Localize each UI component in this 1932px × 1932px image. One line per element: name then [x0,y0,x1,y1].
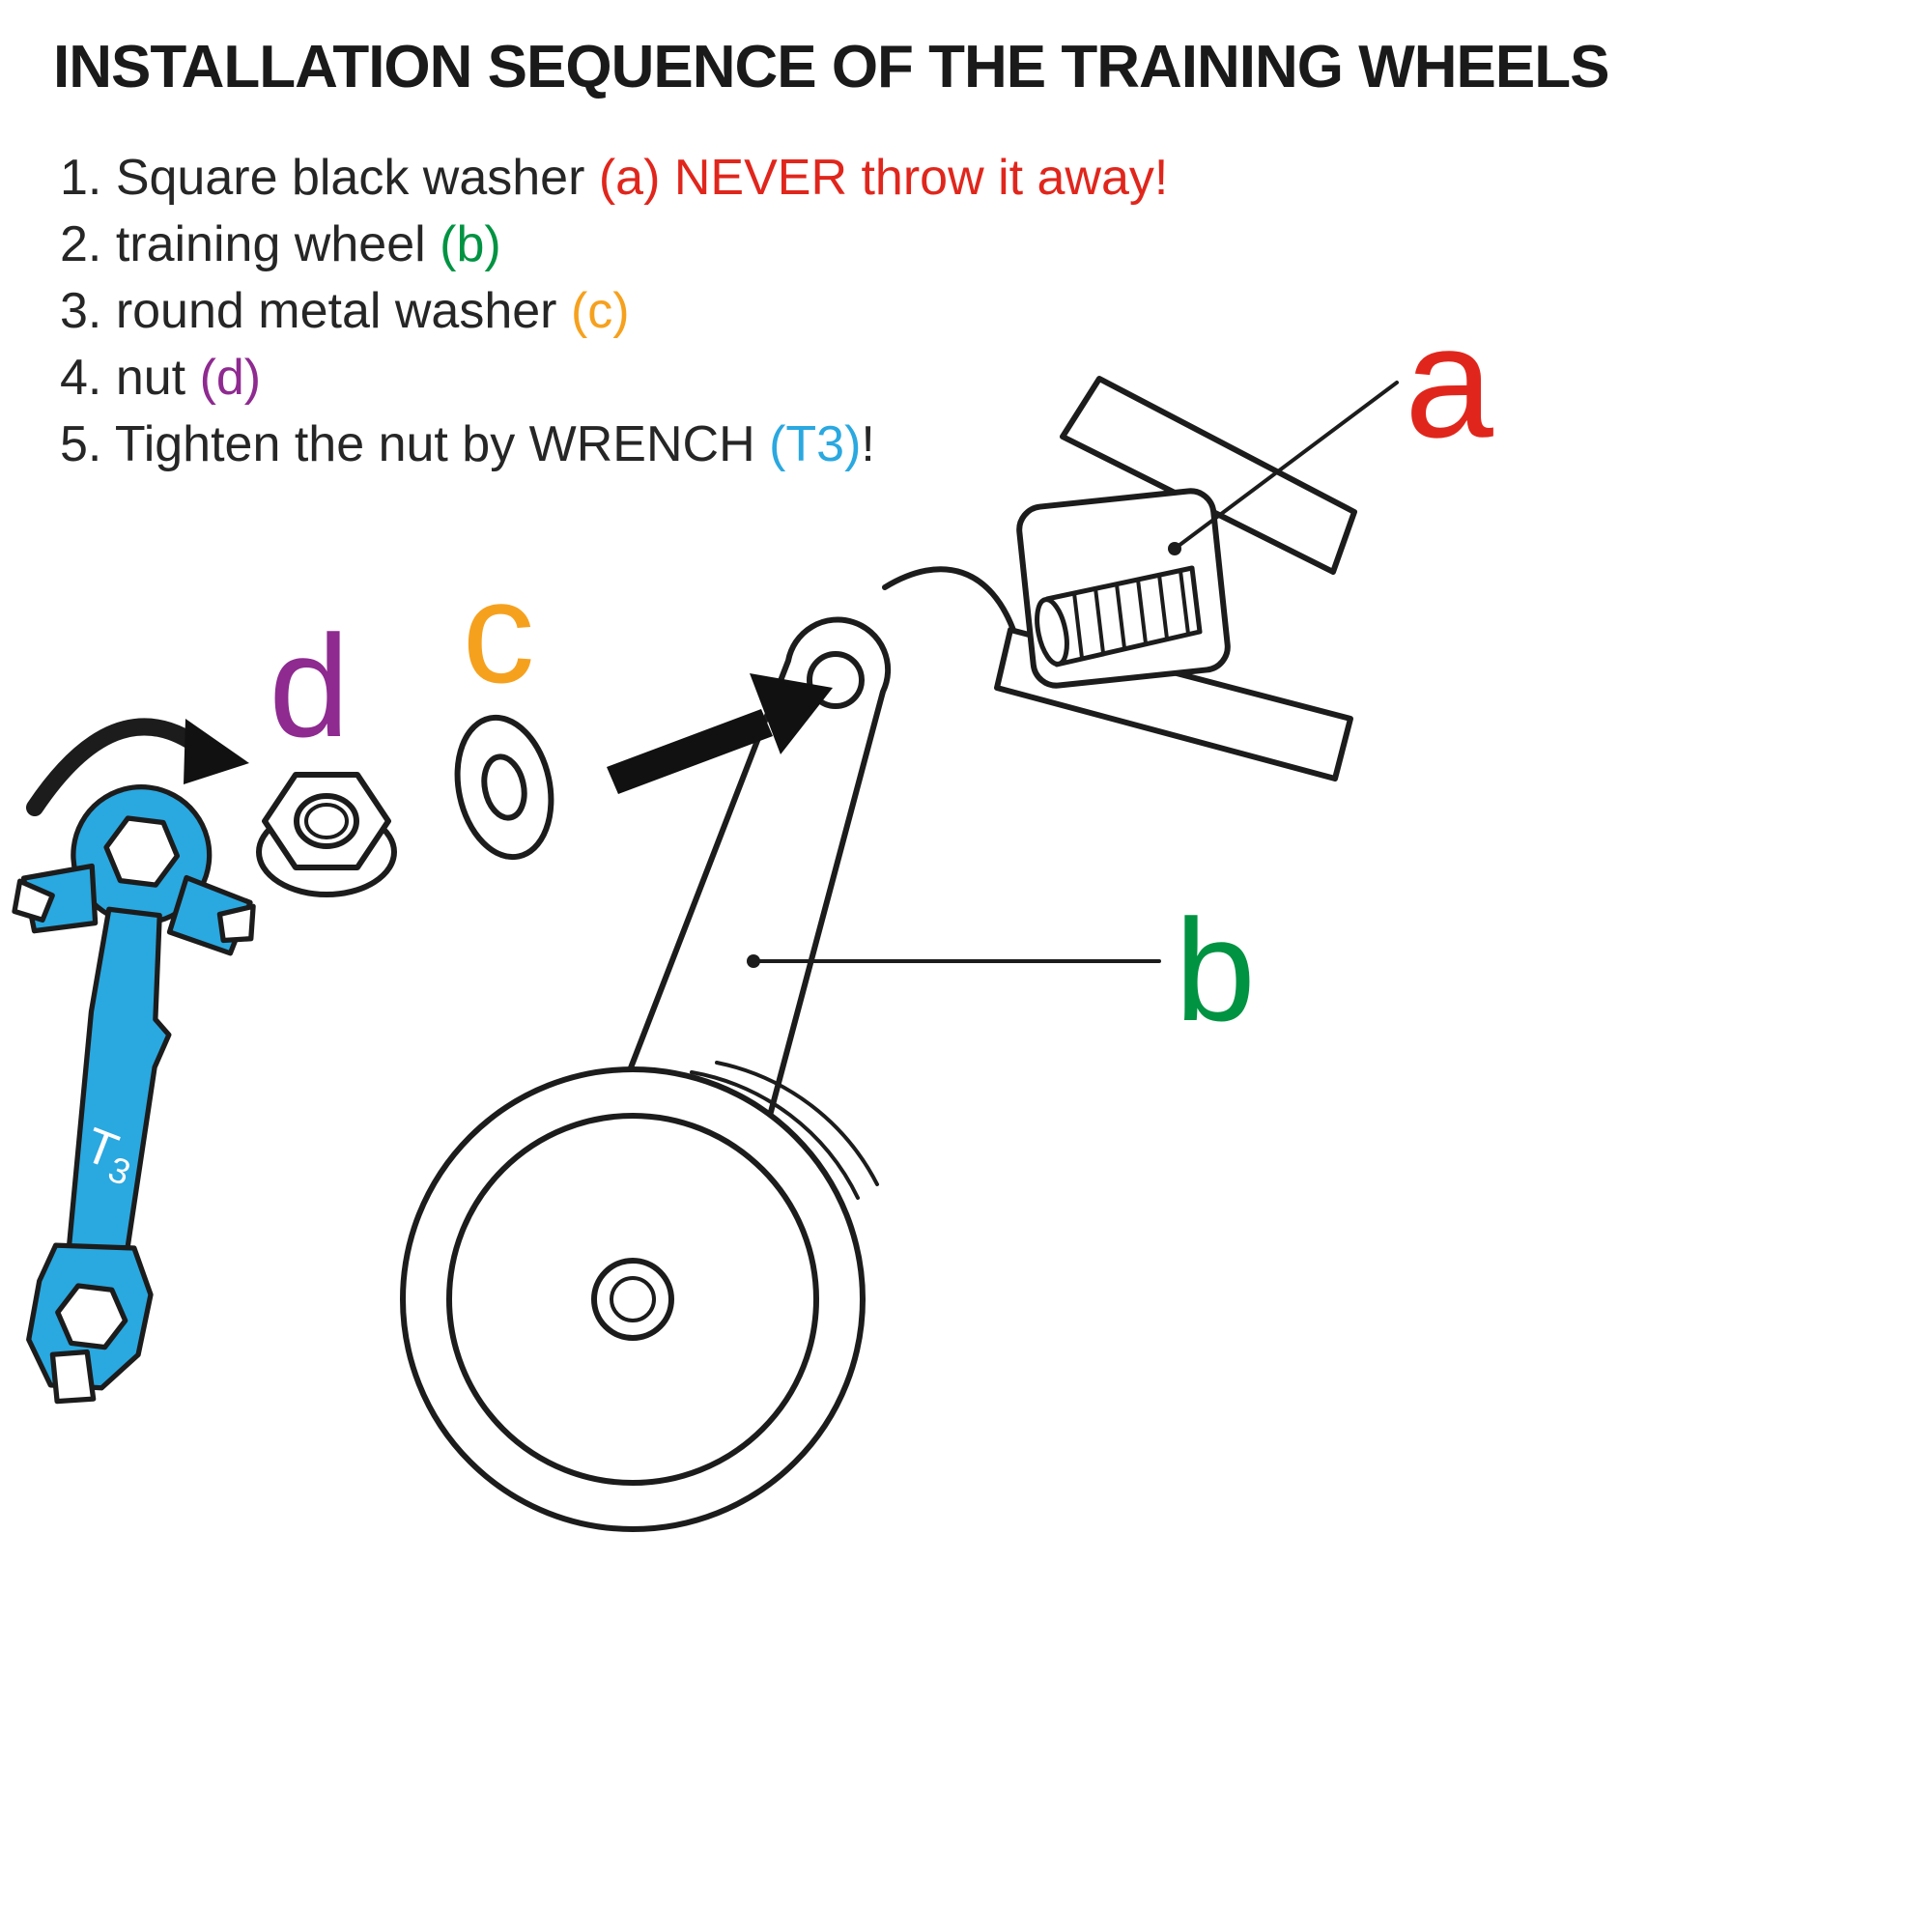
bolt-tip [1035,597,1069,667]
step-segment: (b) [440,216,501,272]
label-d: d [269,605,349,767]
instruction-step: 1. Square black washer (a) NEVER throw i… [60,145,1168,212]
step-segment: 4. nut [60,350,200,406]
step-segment: (T3) [769,416,862,472]
label-a-leader [1168,381,1399,555]
wheel-tread-arcs [690,1061,879,1200]
round-washer [454,714,554,861]
wrench-right-jaw-notch [216,903,256,944]
page-title: INSTALLATION SEQUENCE OF THE TRAINING WH… [53,34,1609,100]
instruction-list: 1. Square black washer (a) NEVER throw i… [60,145,1168,478]
fork-upper-plate [1060,376,1357,575]
insert-arrow [607,673,833,794]
step-segment: 5. Tighten the nut by WRENCH [60,416,770,472]
training-wheel [400,1061,879,1532]
wrench-shaft [66,906,172,1259]
wrench-bottom-hex-hole [55,1283,128,1350]
label-b-leader [747,954,1161,968]
instruction-step: 2. training wheel (b) [60,212,1168,278]
wrench-hex-hole [103,815,181,888]
step-segment: (c) [570,283,630,339]
wrench-left-jaw-notch [12,878,55,923]
step-segment: (a) NEVER throw it away! [598,150,1169,206]
washer-hole [481,753,527,821]
nut-hole-inner [304,803,349,839]
instruction-step: 4. nut (d) [60,345,1168,412]
wrench-bottom-notch [49,1349,97,1405]
step-segment: ! [861,416,875,472]
bolt-threads [1072,569,1190,660]
nut [256,772,397,897]
step-segment: 3. round metal washer [60,283,571,339]
part-labels: a b c d [269,293,1493,1051]
label-c: c [463,551,535,713]
bolt [1035,565,1203,668]
wheel-axle-hole [610,1276,656,1322]
rotate-arrow [26,718,249,816]
fork-curve [882,566,1017,636]
step-segment: (d) [199,350,262,406]
instruction-step: 5. Tighten the nut by WRENCH (T3)! [60,412,1168,478]
wrench: T3 [12,784,256,1405]
step-segment: 1. Square black washer [60,150,599,206]
step-segment: 2. training wheel [60,216,440,272]
instruction-step: 3. round metal washer (c) [60,278,1168,345]
label-b: b [1175,889,1255,1051]
label-a: a [1405,293,1493,470]
